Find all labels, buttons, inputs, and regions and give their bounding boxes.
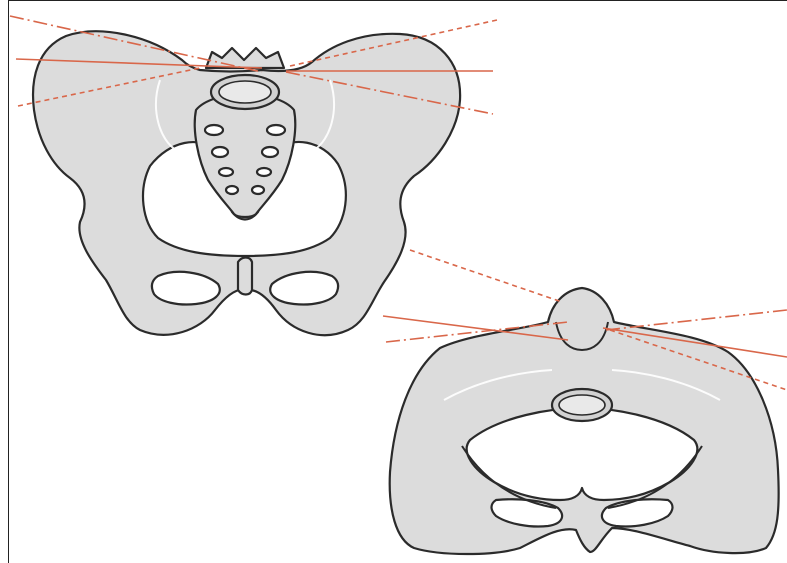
guide-dashed-oblique-left-inlet [410,250,562,302]
pelvis-inlet-view [390,288,779,554]
pubic-symphysis [238,258,252,295]
guide-dash-dot-right-inlet [606,310,787,330]
pelvis-anterior-view [33,31,460,335]
lumbar-processes [206,48,284,68]
